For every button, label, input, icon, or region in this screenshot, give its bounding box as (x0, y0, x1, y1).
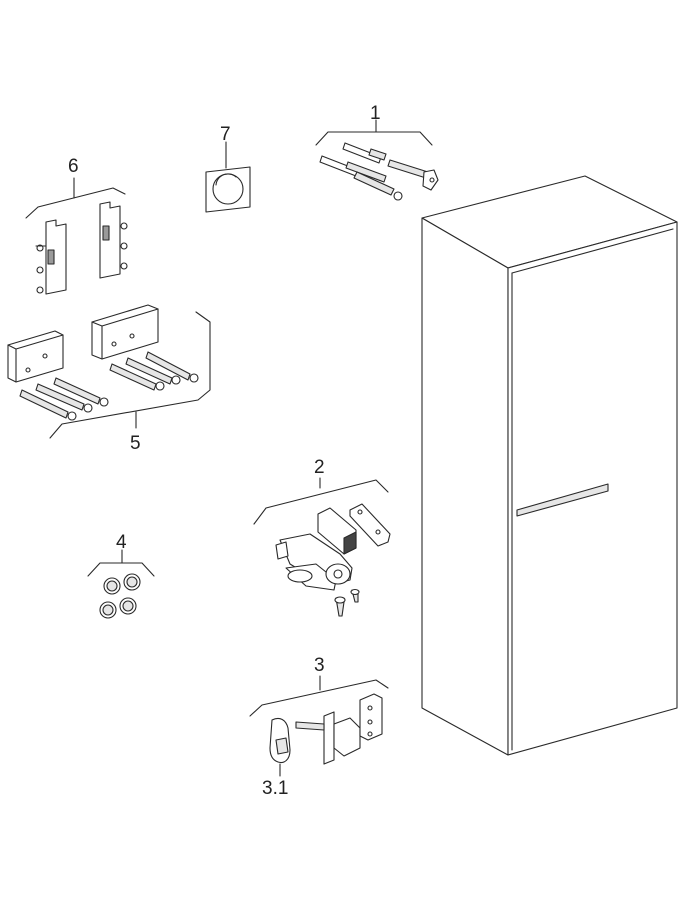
callout-label-3-1: 3.1 (262, 778, 289, 799)
callout-label-6: 6 (68, 156, 79, 177)
part-3-door-latch (249, 675, 389, 777)
callout-label-3: 3 (314, 655, 325, 676)
part-6-suspension-brackets (25, 177, 128, 295)
part-7-cover-plate (205, 141, 251, 213)
callout-label-1: 1 (370, 103, 381, 124)
callout-label-5: 5 (130, 433, 141, 454)
part-4-buffers (87, 549, 155, 619)
callout-label-7: 7 (220, 124, 231, 145)
part-5-mounting-plates-and-bolts (7, 304, 211, 439)
cabinet-handle (516, 483, 609, 517)
callout-label-4: 4 (116, 532, 127, 553)
callout-label-2: 2 (314, 457, 325, 478)
cabinet (421, 175, 678, 756)
part-2-hinge-set (253, 477, 391, 617)
part-1-wall-mounting-screws (315, 119, 439, 201)
